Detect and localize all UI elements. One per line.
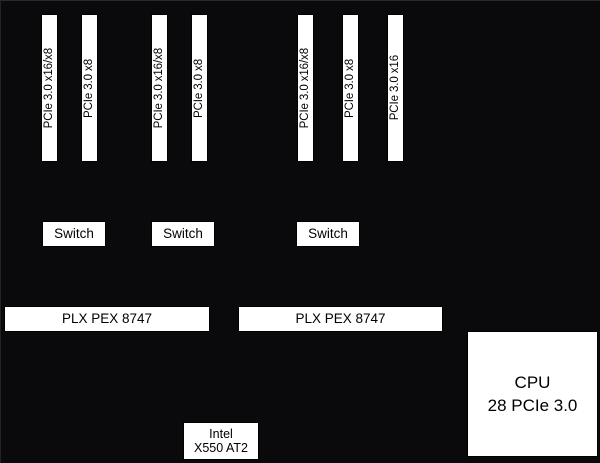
pcie-slot-2: PCIe 3.0 x8	[81, 14, 98, 162]
plx-bridge-1: PLX PEX 8747	[4, 306, 210, 332]
plx-bridge-1-label: PLX PEX 8747	[61, 311, 153, 327]
pcie-slot-1: PCIe 3.0 x16/x8	[41, 14, 58, 162]
switch-box-1: Switch	[42, 221, 106, 247]
pcie-slot-6: PCIe 3.0 x8	[342, 14, 359, 162]
pcie-slot-7-label: PCIe 3.0 x16	[388, 55, 401, 121]
switch-box-1-label: Switch	[54, 226, 94, 242]
pcie-slot-6-label: PCIe 3.0 x8	[343, 58, 356, 118]
cpu-lanes-label: 28 PCIe 3.0	[487, 395, 578, 415]
pcie-slot-4: PCIe 3.0 x8	[191, 14, 208, 162]
switch-box-3: Switch	[296, 221, 360, 247]
switch-box-2: Switch	[151, 221, 215, 247]
cpu-box: CPU 28 PCIe 3.0	[467, 331, 598, 457]
pcie-slot-7: PCIe 3.0 x16	[387, 14, 404, 162]
nic-vendor-label: Intel	[209, 426, 233, 441]
pcie-slot-2-label: PCIe 3.0 x8	[82, 58, 95, 118]
nic-box: Intel X550 AT2	[183, 422, 259, 460]
pcie-slot-3: PCIe 3.0 x16/x8	[151, 14, 168, 162]
pcie-slot-4-label: PCIe 3.0 x8	[192, 58, 205, 118]
pcie-slot-3-label: PCIe 3.0 x16/x8	[152, 47, 165, 129]
switch-box-2-label: Switch	[163, 226, 203, 242]
cpu-title-label: CPU	[514, 372, 551, 392]
pcie-slot-5: PCIe 3.0 x16/x8	[297, 14, 314, 162]
switch-box-3-label: Switch	[308, 226, 348, 242]
plx-bridge-2: PLX PEX 8747	[238, 306, 443, 332]
nic-model-label: X550 AT2	[194, 441, 248, 455]
pcie-slot-1-label: PCIe 3.0 x16/x8	[42, 47, 55, 129]
pcie-slot-5-label: PCIe 3.0 x16/x8	[298, 47, 311, 129]
plx-bridge-2-label: PLX PEX 8747	[295, 311, 386, 327]
